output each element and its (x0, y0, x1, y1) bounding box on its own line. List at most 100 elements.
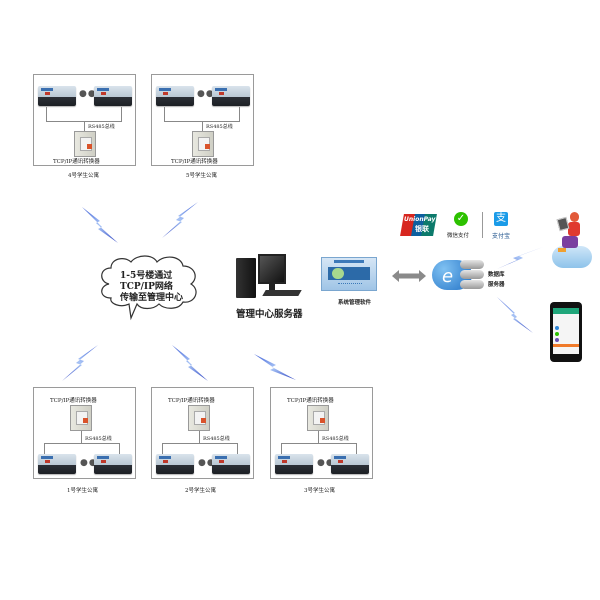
lightning-bolt-icon (172, 345, 208, 381)
ellipsis-dots: ●●● (317, 458, 344, 468)
building-5-caption: 5号学生公寓 (186, 173, 217, 179)
lightning-bolt-icon (162, 202, 198, 238)
rs485-label: RS485总线 (88, 124, 115, 130)
meter-device (156, 86, 194, 106)
payment-divider (482, 212, 483, 238)
phone-list-item (555, 338, 559, 342)
meter-device (38, 454, 76, 474)
bus-line (46, 107, 47, 121)
user-body (568, 222, 580, 236)
bus-line (281, 443, 357, 444)
bus-line (281, 443, 282, 457)
converter-label: TCP/IP通讯转换器 (168, 398, 215, 404)
tcpip-converter-device (307, 405, 329, 431)
building-4-caption: 4号学生公寓 (68, 173, 99, 179)
software-label: 系统管理软件 (338, 300, 372, 306)
lightning-bolt-icon (82, 207, 118, 243)
ellipsis-dots: ●●● (80, 458, 107, 468)
tcpip-converter-device (188, 405, 210, 431)
building-4-box: ●●● RS485总线 TCP/IP通讯转换器 (33, 74, 136, 166)
building-3-box: TCP/IP通讯转换器 RS485总线 ●●● (270, 387, 373, 479)
software-logo (332, 268, 344, 279)
server-computer-image (232, 252, 304, 302)
bubble-text-line1: 1-5号楼通过 (120, 271, 173, 281)
tcpip-converter-device (74, 131, 96, 157)
lightning-bolt-icon (497, 297, 533, 333)
meter-device (94, 454, 132, 474)
bus-line (162, 443, 163, 457)
pc-monitor (258, 254, 286, 284)
alipay-label: 支付宝 (492, 233, 511, 240)
converter-label: TCP/IP通讯转换器 (53, 159, 100, 165)
meter-device (212, 86, 250, 106)
bus-line (199, 431, 200, 443)
phone-header (553, 308, 579, 314)
meter-device (94, 86, 132, 106)
ellipsis-dots: ●●● (79, 89, 106, 99)
rs485-label: RS485总线 (206, 124, 233, 130)
lightning-bolt-icon (497, 247, 543, 269)
db-disk-2 (460, 270, 484, 279)
meter-device (156, 454, 194, 474)
converter-label: TCP/IP通讯转换器 (50, 398, 97, 404)
pc-monitor-stand (269, 284, 275, 290)
tablet-icon (556, 216, 570, 232)
phone-list-item (555, 332, 559, 336)
software-titlebar (334, 260, 364, 263)
pc-tower (236, 258, 256, 298)
rs485-label: RS485总线 (322, 436, 349, 442)
meter-device (212, 454, 250, 474)
smartphone-app-screenshot (550, 302, 582, 362)
lightning-bolt-icon (254, 354, 296, 380)
user-legs (562, 236, 578, 248)
bus-line (81, 431, 82, 443)
wechat-pay-icon: ✓ (454, 212, 468, 226)
ellipsis-dots: ●●● (197, 89, 224, 99)
building-1-caption: 1号学生公寓 (67, 488, 98, 494)
meter-device (331, 454, 369, 474)
pc-keyboard (262, 290, 302, 296)
user-shoe (558, 248, 566, 252)
ie-logo-icon: e (442, 266, 454, 287)
rs485-label: RS485总线 (85, 436, 112, 442)
bus-line (121, 107, 122, 121)
phone-list-item (555, 326, 559, 330)
bus-line (164, 107, 165, 121)
database-label-line2: 服务器 (488, 282, 505, 288)
bus-line (44, 443, 45, 457)
bus-line (162, 443, 238, 444)
unionpay-text-en: UnionPay (404, 216, 436, 223)
phone-screen (553, 308, 579, 354)
phone-action-bar (553, 344, 579, 347)
unionpay-text-cn: 银联 (415, 225, 429, 233)
management-software-screenshot (321, 257, 377, 291)
bidirectional-arrow-icon (392, 270, 426, 282)
user-head (570, 212, 579, 222)
ellipsis-dots: ●●● (198, 458, 225, 468)
meter-device (275, 454, 313, 474)
server-label: 管理中心服务器 (236, 309, 303, 320)
cloud-speech-bubble (101, 255, 197, 321)
cloud-database-server-icon: e (432, 252, 488, 294)
bus-line (202, 121, 203, 133)
converter-label: TCP/IP通讯转换器 (287, 398, 334, 404)
bus-line (356, 443, 357, 457)
bubble-text-line2: TCP/IP网络 (120, 282, 173, 292)
building-2-box: TCP/IP通讯转换器 RS485总线 ●●● (151, 387, 254, 479)
database-label-line1: 数据库 (488, 272, 505, 278)
bus-line (84, 121, 85, 133)
converter-label: TCP/IP通讯转换器 (171, 159, 218, 165)
building-5-box: ●●● RS485总线 TCP/IP通讯转换器 (151, 74, 254, 166)
building-2-caption: 2号学生公寓 (185, 488, 216, 494)
user-on-cloud-illustration (548, 208, 594, 270)
lightning-bolt-icon (62, 345, 98, 381)
building-1-box: TCP/IP通讯转换器 RS485总线 ●●● (33, 387, 136, 479)
meter-device (38, 86, 76, 106)
db-disk-3 (460, 280, 484, 289)
software-icons (338, 283, 362, 287)
bus-line (318, 431, 319, 443)
unionpay-logo: UnionPay 银联 (400, 214, 437, 236)
tcpip-converter-device (192, 131, 214, 157)
rs485-label: RS485总线 (203, 436, 230, 442)
bus-line (119, 443, 120, 457)
